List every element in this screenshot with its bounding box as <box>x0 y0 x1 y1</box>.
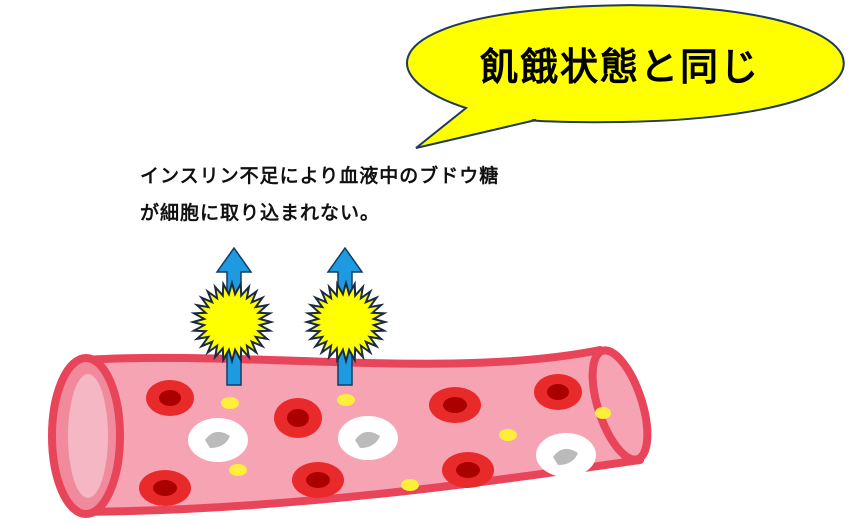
red-blood-cell <box>534 374 582 410</box>
red-blood-cells <box>139 374 582 506</box>
red-blood-cell <box>146 380 194 416</box>
white-blood-cell <box>338 416 398 460</box>
speech-bubble <box>406 4 845 149</box>
white-blood-cells <box>188 416 596 477</box>
caption: インスリン不足により血液中のブドウ糖 が細胞に取り込まれない。 <box>140 158 499 232</box>
blood-vessel <box>48 346 652 518</box>
red-blood-cell <box>429 387 481 423</box>
caption-line-2: が細胞に取り込まれない。 <box>140 202 381 224</box>
glucose-particles <box>221 394 611 491</box>
glucose-starburst-icon <box>189 279 275 365</box>
red-blood-cell <box>139 470 191 506</box>
red-blood-cell <box>274 398 322 438</box>
white-blood-cell <box>188 418 248 462</box>
white-blood-cell <box>536 433 596 477</box>
red-blood-cell <box>442 452 494 488</box>
red-blood-cell <box>292 462 344 498</box>
caption-line-1: インスリン不足により血液中のブドウ糖 <box>140 165 500 187</box>
bubble-text: 飢餓状態と同じ <box>479 45 760 89</box>
glucose-starburst-icon <box>303 279 389 365</box>
